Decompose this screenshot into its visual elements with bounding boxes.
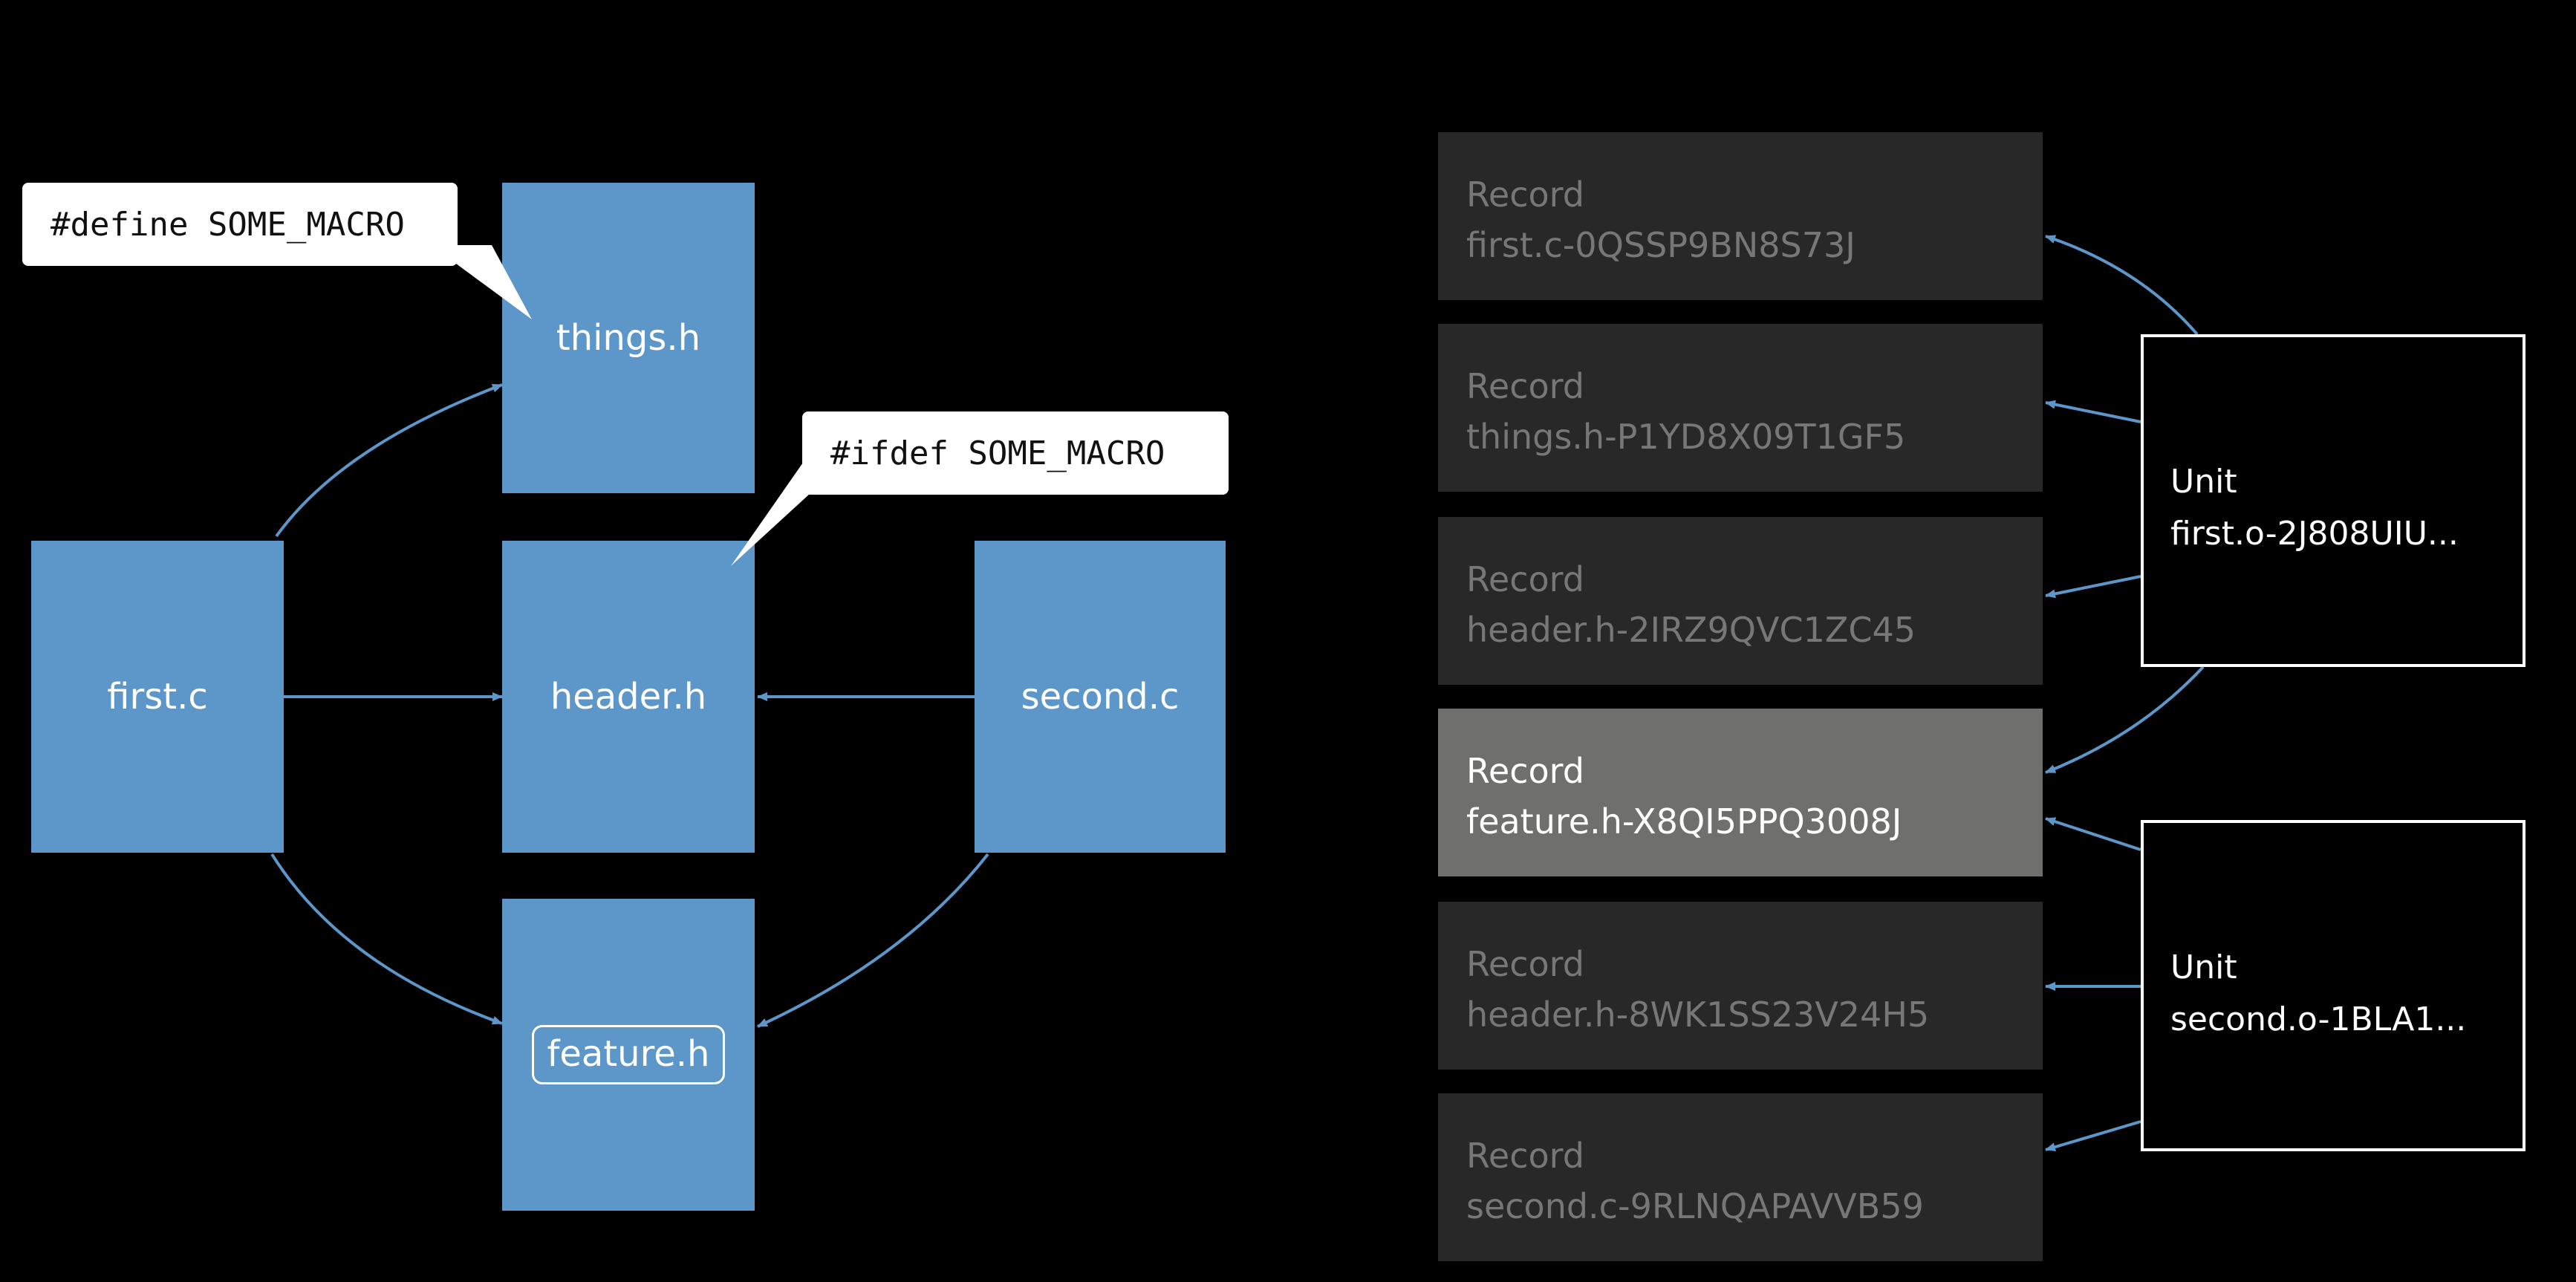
- file-things-h: things.h: [502, 183, 755, 493]
- file-first-c: first.c: [31, 541, 284, 853]
- file-second-c: second.c: [975, 541, 1226, 853]
- arrow-unit1-to-record4: [2045, 666, 2205, 774]
- file-header-h: header.h: [502, 541, 755, 853]
- record-name: header.h-8WK1SS23V24H5: [1466, 995, 1930, 1035]
- file-label: things.h: [556, 317, 701, 359]
- unit-name: second.o-1BLA1...: [2170, 1000, 2467, 1038]
- arrow-first-to-feature: [270, 853, 503, 1025]
- record-kind: Record: [1466, 751, 1584, 791]
- record-name: second.c-9RLNQAPAVVB59: [1466, 1186, 1924, 1226]
- arrow-unit2-to-record4: [2045, 817, 2141, 851]
- record-name: header.h-2IRZ9QVC1ZC45: [1466, 610, 1916, 650]
- record-2: Record things.h-P1YD8X09T1GF5: [1438, 324, 2043, 492]
- unit-kind: Unit: [2170, 949, 2237, 986]
- callout-ifdef: #ifdef SOME_MACRO: [802, 411, 1229, 495]
- file-feature-h: feature.h: [502, 899, 755, 1211]
- record-name: things.h-P1YD8X09T1GF5: [1466, 417, 1906, 457]
- arrow-unit1-to-record3: [2045, 575, 2141, 599]
- record-kind: Record: [1466, 559, 1584, 599]
- record-name: feature.h-X8QI5PPQ3008J: [1466, 801, 1902, 842]
- unit-name: first.o-2J808UIU...: [2170, 515, 2459, 553]
- arrow-first-to-things: [275, 383, 503, 538]
- record-5: Record header.h-8WK1SS23V24H5: [1438, 902, 2043, 1070]
- arrow-unit2-to-record6: [2045, 1120, 2141, 1152]
- unit-second-o: Unit second.o-1BLA1...: [2141, 820, 2525, 1151]
- record-3: Record header.h-2IRZ9QVC1ZC45: [1438, 517, 2043, 685]
- arrow-second-to-feature: [757, 853, 989, 1028]
- record-kind: Record: [1466, 366, 1584, 406]
- callout-define: #define SOME_MACRO: [22, 183, 458, 266]
- file-label: second.c: [1021, 676, 1180, 718]
- record-1: Record first.c-0QSSP9BN8S73J: [1438, 132, 2043, 300]
- file-label: first.c: [107, 676, 208, 718]
- arrow-unit1-to-record1: [2045, 235, 2199, 336]
- record-name: first.c-0QSSP9BN8S73J: [1466, 225, 1855, 265]
- record-kind: Record: [1466, 944, 1584, 984]
- record-4-highlighted: Record feature.h-X8QI5PPQ3008J: [1438, 709, 2043, 876]
- callout-ifdef-text: #ifdef SOME_MACRO: [830, 434, 1165, 472]
- file-label: header.h: [550, 676, 707, 718]
- arrow-unit1-to-record2: [2045, 400, 2141, 423]
- unit-first-o: Unit first.o-2J808UIU...: [2141, 334, 2525, 667]
- record-kind: Record: [1466, 175, 1584, 215]
- record-kind: Record: [1466, 1136, 1584, 1176]
- unit-kind: Unit: [2170, 463, 2237, 501]
- record-6: Record second.c-9RLNQAPAVVB59: [1438, 1093, 2043, 1261]
- file-label-outlined: feature.h: [531, 1025, 726, 1084]
- callout-define-text: #define SOME_MACRO: [51, 205, 405, 244]
